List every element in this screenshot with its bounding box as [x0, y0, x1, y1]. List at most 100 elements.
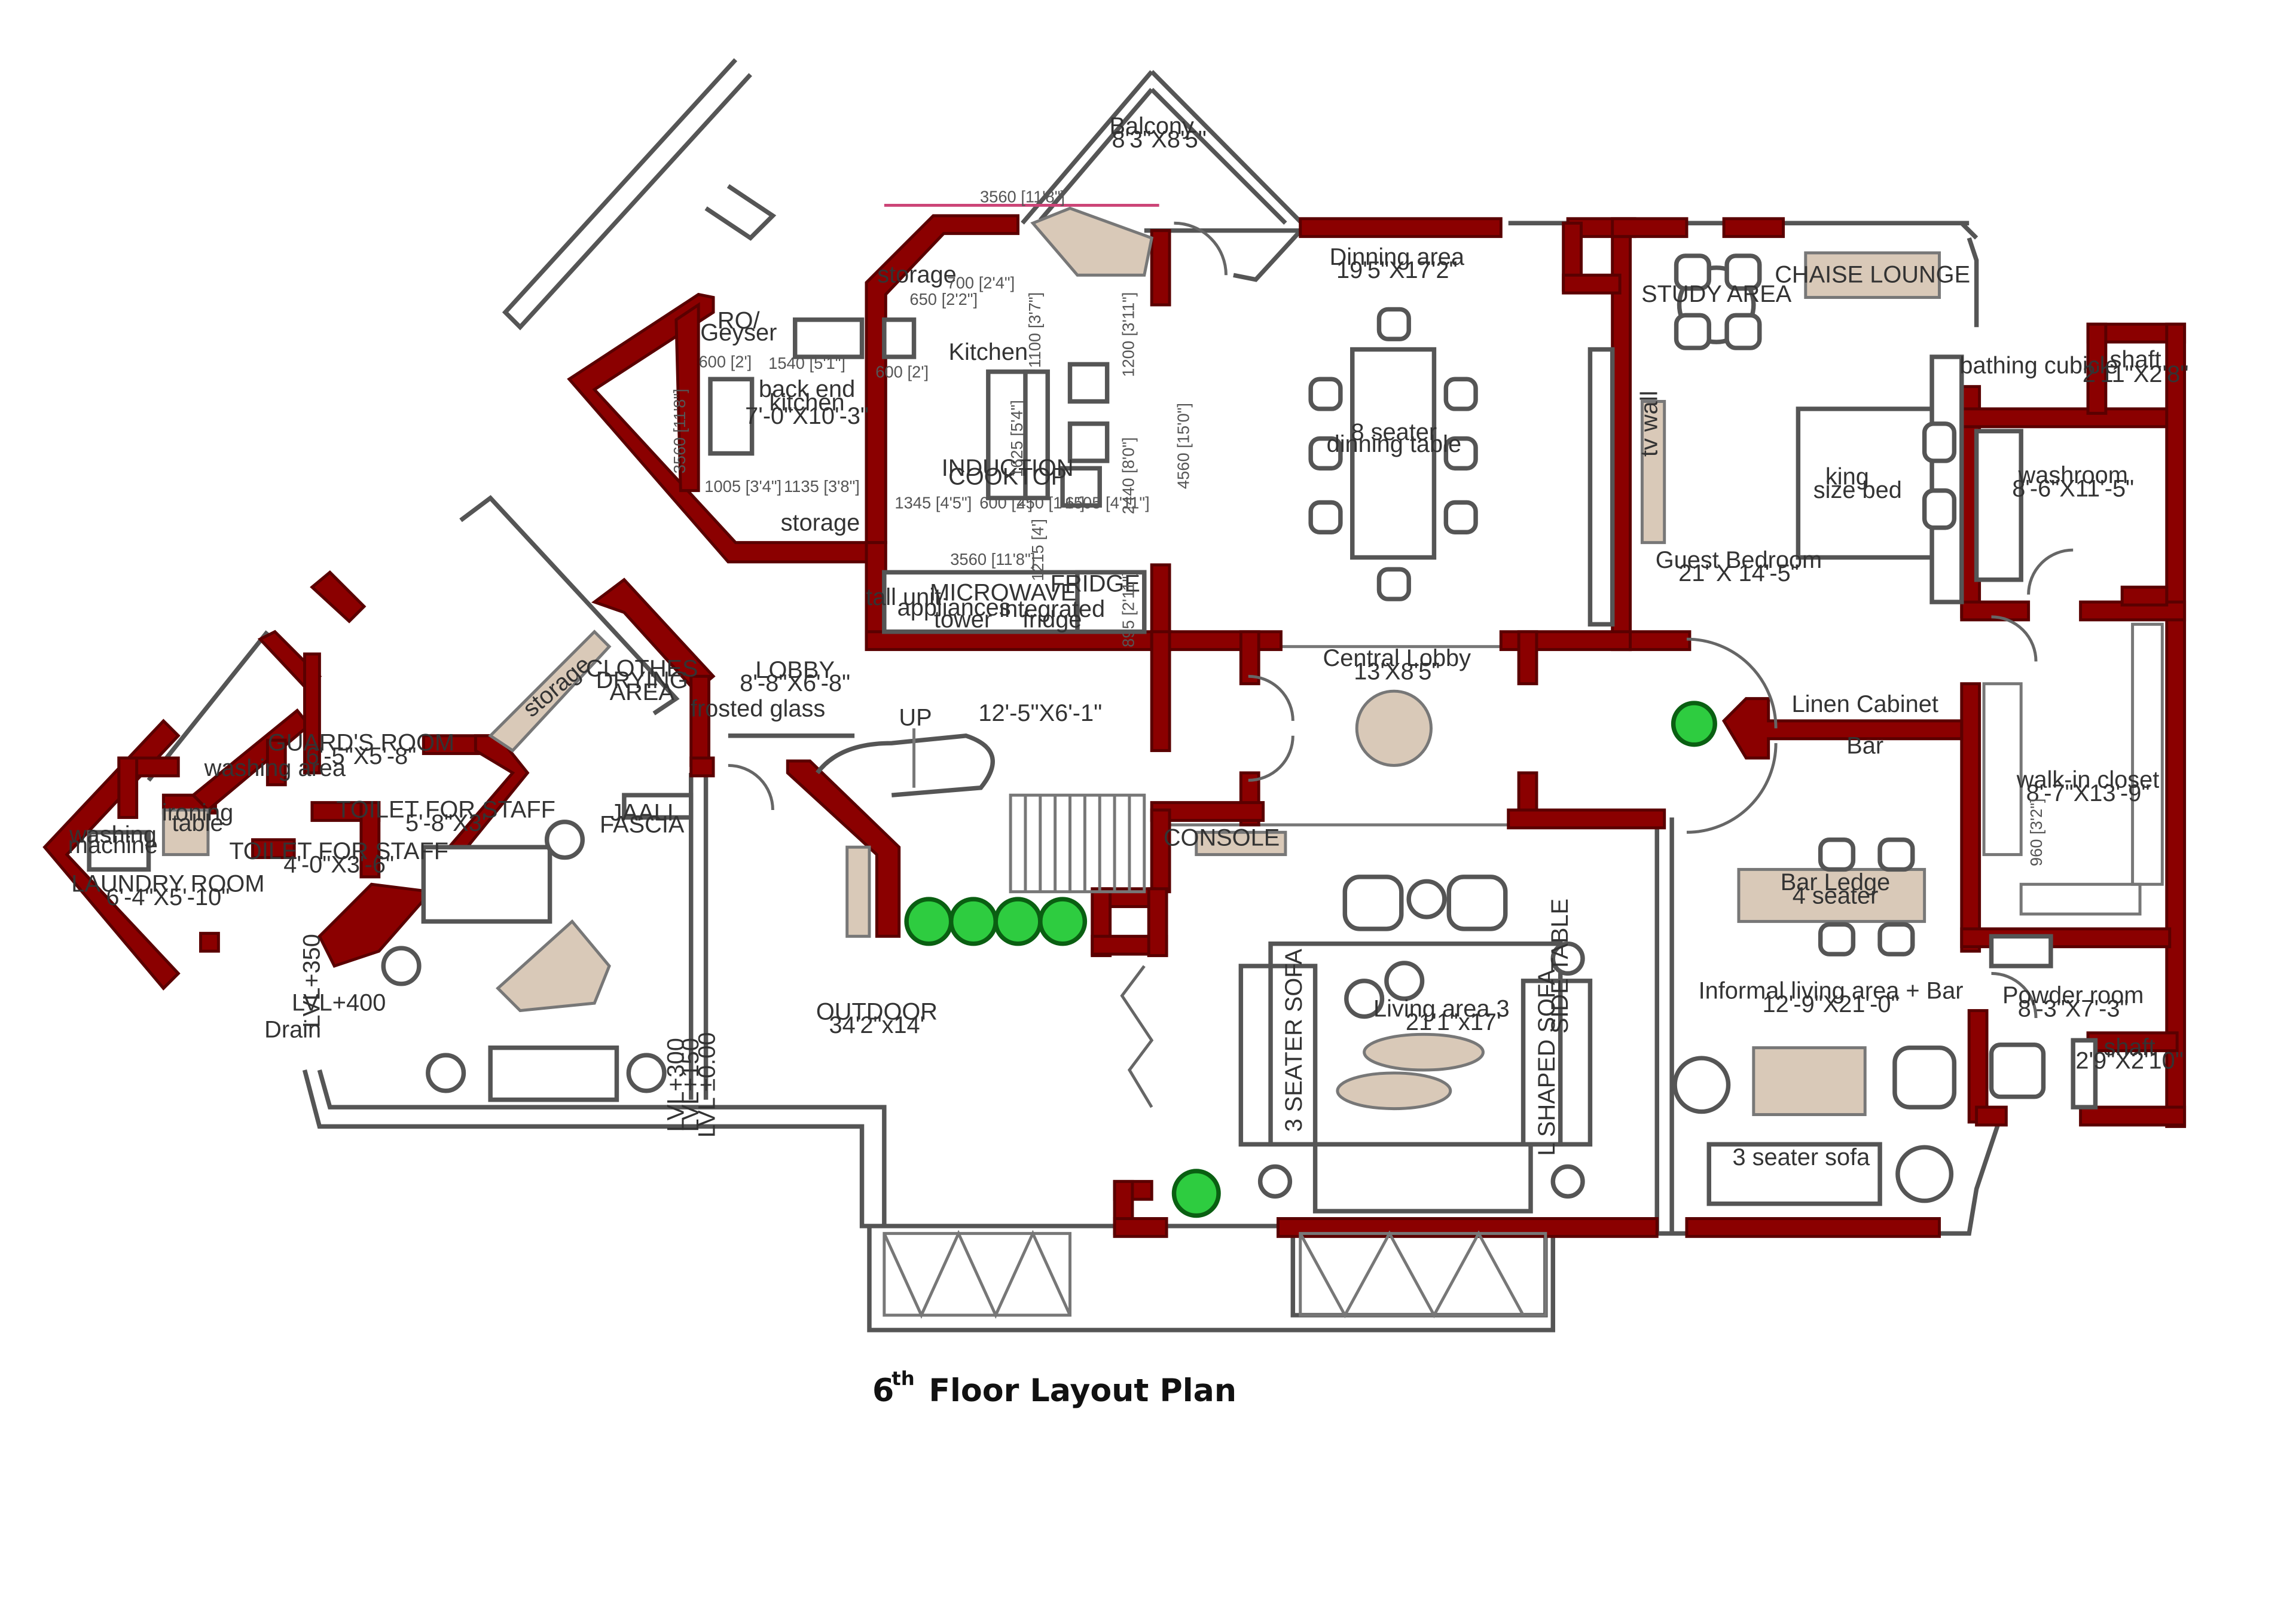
sofa-3seater-label: 3 SEATER SOFA	[1281, 949, 1307, 1132]
armchairs	[1257, 421, 2046, 1203]
clothes-label3: AREA	[610, 679, 675, 705]
study-label: STUDY AREA	[1641, 281, 1792, 307]
toilet-staff1-size: 5'-8"X3'	[405, 810, 486, 836]
appliances-label2: tower	[934, 606, 992, 632]
up-label: UP	[899, 704, 932, 730]
bathing-label: bathing cubicle	[1959, 352, 2118, 378]
dim-1540: 1540 [5'1"]	[768, 354, 845, 372]
bar-ledge-label: Bar Ledge	[1781, 869, 1890, 895]
balcony-label: Balcony	[1110, 113, 1195, 139]
sofa3-label: 3 seater sofa	[1732, 1144, 1870, 1170]
powder-size: 8'-3"X7'-3"	[2018, 995, 2129, 1022]
living3-size: 21'1"x17'	[1406, 1009, 1501, 1035]
room-labels: Balcony 8'3"X8'5" Dinning area 19'5"X17'…	[68, 113, 2189, 1170]
dim-4560: 4560 [15'0"]	[1174, 403, 1192, 489]
doors	[728, 221, 2074, 1108]
plan-title: 6 th Floor Layout Plan	[872, 1367, 1236, 1409]
tall-unit-label: tall unit	[866, 584, 941, 610]
dinning-label: Dinning area	[1330, 244, 1465, 270]
bed-label: king	[1825, 464, 1869, 490]
dim-1345: 1345 [4'5"]	[894, 493, 972, 512]
dinning-table-label: 8 seater	[1351, 419, 1437, 445]
dining-chairs	[1308, 253, 1915, 956]
dim-960: 960 [3'2"]	[2027, 798, 2045, 866]
appliances-label: appliances	[897, 594, 1011, 621]
drain-label: Drain	[264, 1016, 321, 1043]
ro-label2: Geyser	[700, 320, 777, 346]
shaft1-size: 2'11"X2'8"	[2083, 361, 2189, 387]
clothes-label: CLOTHES	[586, 655, 698, 681]
guard-label: GUARD'S ROOM	[268, 730, 454, 756]
jaali-label: JAALI	[610, 799, 674, 826]
dim-600b: 600 [2']	[875, 363, 929, 381]
dim-1100: 1100 [3'7"]	[1025, 292, 1044, 368]
dim-3560-v: 3560 [11'8"]	[670, 389, 689, 473]
dim-1215: 1215 [4']	[1028, 519, 1047, 581]
dim-700: 700 [2'4"]	[947, 274, 1015, 292]
outdoor-label: OUTDOOR	[816, 998, 938, 1025]
backend-label: back end	[759, 376, 855, 402]
outline	[146, 58, 2001, 1332]
lvl-400-label: LVL+400	[292, 990, 386, 1016]
guard-size: 6'-5"X5'-8"	[306, 743, 417, 769]
walkin-size: 8'-7"X13'-9"	[2026, 780, 2150, 806]
dinning-table-label2: dinning table	[1327, 431, 1461, 457]
backend-label2: kitchen	[770, 389, 845, 415]
side-table-label: SIDE TABLE	[1547, 898, 1573, 1034]
bar-label: Bar	[1846, 733, 1883, 759]
shaft1-label: shaft	[2109, 346, 2161, 372]
chaise-label: CHAISE LOUNGE	[1775, 262, 1970, 288]
integrated-label: integrated	[999, 596, 1105, 622]
walkin-label: walk-in closet	[2016, 767, 2160, 793]
fridge-label: FRIDGE	[1051, 571, 1140, 597]
powder-label: Powder room	[2002, 982, 2144, 1008]
stairs	[816, 728, 1146, 894]
dim-3560-top: 3560 [11'8"]	[980, 187, 1065, 206]
informal-size: 12'-9"X21'-0"	[1763, 991, 1900, 1017]
guest-label: Guest Bedroom	[1656, 547, 1822, 573]
microwave-label: MICROWAVE	[930, 580, 1076, 606]
central-lobby-size: 13'X8'5"	[1354, 658, 1440, 684]
lobby-size: 8'-8"X6'-8"	[740, 670, 850, 696]
guest-size: 21' X 14'-5"	[1678, 560, 1799, 586]
lvl-350-label: LVL+350	[298, 934, 325, 1028]
lvl-150-label: LVL+150	[677, 1038, 704, 1132]
toilet-staff1-label: TOILET FOR STAFF	[336, 796, 555, 823]
induction-label2: COOKTOP	[948, 464, 1067, 490]
living3-label: Living area 3	[1373, 995, 1510, 1022]
dim-1625: 1625 [5'4"]	[1007, 400, 1026, 477]
title-sup: th	[891, 1367, 914, 1390]
bed-label2: size bed	[1813, 477, 1902, 503]
dim-600a: 600 [2']	[698, 352, 752, 371]
clothes-label2: DRYING	[596, 667, 688, 693]
kitchen-label: Kitchen	[949, 339, 1028, 365]
dim-1135: 1135 [3'8"]	[784, 477, 860, 496]
jaali-label2: FASCIA	[600, 811, 685, 838]
outdoor-size: 34'2"x14'	[829, 1012, 925, 1038]
title-ordinal: 6	[872, 1373, 894, 1409]
dinning-size: 19'5"X17'2"	[1336, 257, 1458, 283]
storage-k2: storage	[781, 510, 860, 536]
lvl-000-label: LVL ±0.00	[694, 1032, 720, 1138]
washing-machine-label: washing	[69, 822, 157, 848]
dim-3560-bot: 3560 [11'8"]	[950, 550, 1035, 568]
balcony-size: 8'3"X8'5"	[1112, 127, 1206, 153]
dim-450: 450 [1'6"]	[1016, 493, 1085, 512]
laundry-size: 6'-4"X5'-10"	[106, 884, 230, 910]
washing-area-label: washing area	[204, 755, 346, 781]
informal-label: Informal living area + Bar	[1699, 978, 1964, 1004]
plants	[904, 701, 1717, 1218]
dim-1005: 1005 [3'4"]	[704, 477, 781, 496]
dim-600c: 600 [2']	[979, 493, 1033, 512]
ro-label: RO/	[718, 308, 761, 334]
shaft2-size: 2'9"X2'10"	[2075, 1047, 2183, 1074]
washroom-size: 8'-6"X11'-5"	[2012, 476, 2134, 502]
lvl-300-label: LVL+300	[662, 1038, 689, 1132]
l-sofa-label: L SHAPED SOFA	[1534, 969, 1560, 1156]
frosted-label: frosted glass	[691, 695, 825, 722]
storage-left-label: storage	[518, 651, 596, 722]
console-label: CONSOLE	[1164, 825, 1280, 851]
induction-label: INDUCTION	[942, 455, 1074, 481]
dim-650: 650 [2'2"]	[909, 290, 978, 308]
